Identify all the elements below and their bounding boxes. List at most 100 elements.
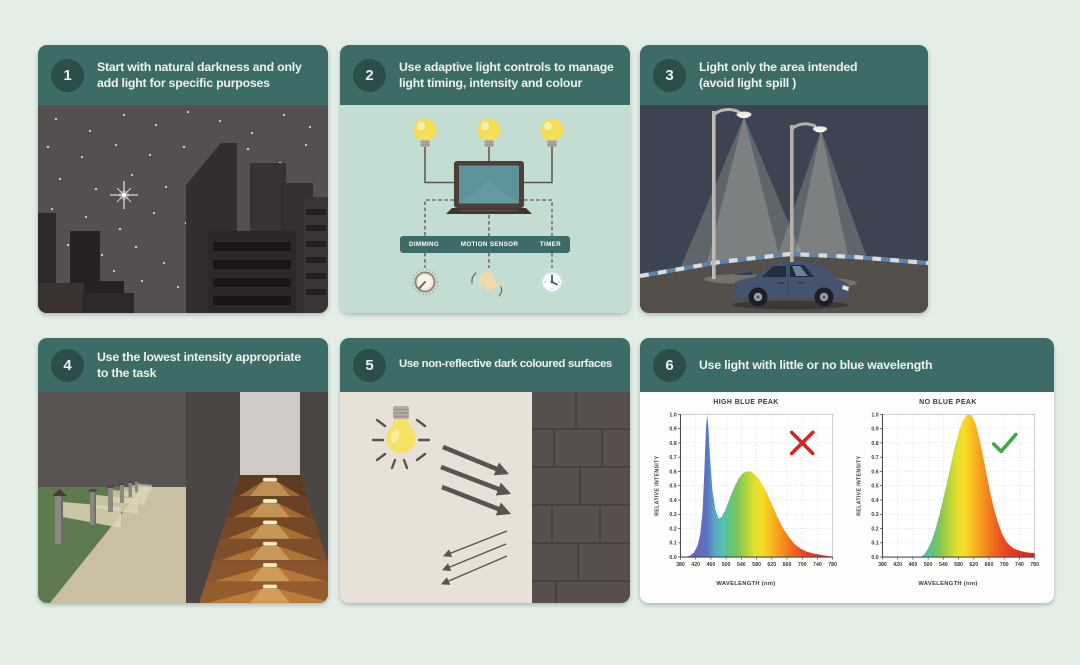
panel-title: Use adaptive light controls to manage li… (399, 59, 614, 91)
svg-text:0.8: 0.8 (669, 441, 676, 447)
connection-lines (424, 147, 553, 184)
panel-title-line: Use light with little or no blue wavelen… (699, 357, 933, 372)
svg-text:0.0: 0.0 (669, 555, 676, 561)
svg-text:0.7: 0.7 (871, 455, 878, 461)
panel-3-content (640, 105, 928, 313)
panel-6-header: 6 Use light with little or no blue wavel… (640, 338, 1054, 392)
svg-text:580: 580 (752, 562, 761, 568)
panel-title-line: light timing, intensity and colour (399, 76, 583, 90)
panel-1-header: 1 Start with natural darkness and only a… (38, 45, 328, 105)
svg-text:740: 740 (1015, 562, 1024, 568)
panel-title-line: add light for specific purposes (97, 76, 270, 90)
motion-sensor-hand-icon (471, 270, 503, 297)
panel-title-line: Use the lowest intensity appropriate (97, 349, 301, 364)
dark-brick-wall (532, 392, 630, 603)
svg-text:RELATIVE INTENSITY: RELATIVE INTENSITY (654, 455, 660, 515)
car (732, 262, 851, 310)
svg-text:740: 740 (813, 562, 822, 568)
panel-title: Start with natural darkness and only add… (97, 59, 302, 91)
svg-text:0.9: 0.9 (669, 427, 676, 433)
panel-number-badge: 2 (353, 58, 386, 92)
svg-text:380: 380 (676, 562, 685, 568)
panel-light-only-area: 3 Light only the area intended (avoid li… (640, 45, 928, 313)
svg-text:0.2: 0.2 (871, 526, 878, 532)
panel-number-badge: 4 (51, 348, 84, 382)
svg-text:0.7: 0.7 (669, 455, 676, 461)
city-skyline (38, 143, 328, 313)
svg-text:660: 660 (783, 562, 792, 568)
svg-text:0.8: 0.8 (871, 441, 878, 447)
chart-x-axis-label: WAVELENGTH (nm) (918, 581, 978, 588)
svg-text:0.1: 0.1 (669, 541, 676, 547)
svg-text:380: 380 (878, 562, 887, 568)
approve-check-icon (991, 432, 1018, 454)
svg-text:0.6: 0.6 (871, 469, 878, 475)
chart-title: NO BLUE PEAK (919, 399, 977, 406)
lightbulb-icon (371, 406, 431, 470)
svg-text:1.0: 1.0 (871, 412, 878, 418)
svg-text:620: 620 (969, 562, 978, 568)
weak-reflection-arrows (440, 530, 508, 585)
panel-4-content (38, 392, 328, 603)
panel-4-header: 4 Use the lowest intensity appropriate t… (38, 338, 328, 392)
low-intensity-illustration (38, 392, 328, 603)
panel-dark-surfaces: 5 Use non-reflective dark coloured surfa… (340, 338, 630, 603)
non-reflective-surface-illustration (340, 392, 630, 603)
timer-clock-icon (540, 270, 564, 294)
panel-title-line: Start with natural darkness and only (97, 59, 302, 74)
street-light-beams (674, 117, 878, 289)
adaptive-controls-illustration (340, 105, 630, 313)
panel-2-content: DIMMING MOTION SENSOR TIMER (340, 105, 630, 313)
svg-text:460: 460 (707, 562, 716, 568)
svg-text:580: 580 (954, 562, 963, 568)
svg-text:460: 460 (909, 562, 918, 568)
bollard-lights (52, 479, 139, 544)
svg-text:0.5: 0.5 (871, 484, 878, 490)
svg-text:0.0: 0.0 (871, 555, 878, 561)
lightbulb-icon (540, 118, 564, 147)
svg-text:500: 500 (722, 562, 731, 568)
lightbulb-icon (477, 118, 501, 147)
panel-2-header: 2 Use adaptive light controls to manage … (340, 45, 630, 105)
incident-light-arrows (440, 444, 512, 516)
svg-text:0.9: 0.9 (871, 427, 878, 433)
street-lighting-illustration (640, 105, 928, 313)
chart-x-axis-label: WAVELENGTH (nm) (716, 581, 776, 588)
panel-1-content (38, 105, 328, 313)
panel-number-badge: 6 (653, 348, 686, 382)
svg-text:700: 700 (1000, 562, 1009, 568)
panel-lowest-intensity: 4 Use the lowest intensity appropriate t… (38, 338, 328, 603)
svg-text:620: 620 (767, 562, 776, 568)
svg-text:660: 660 (985, 562, 994, 568)
panel-title: Light only the area intended (avoid ligh… (699, 59, 858, 91)
motion-sensor-label: MOTION SENSOR (460, 241, 519, 248)
panel-title: Use light with little or no blue wavelen… (699, 357, 932, 373)
bollard-light-beams (63, 483, 152, 528)
street-light-pole (712, 108, 752, 279)
svg-text:0.2: 0.2 (669, 526, 676, 532)
panel-title: Use non-reflective dark coloured surface… (399, 357, 612, 372)
svg-text:420: 420 (893, 562, 902, 568)
night-city-illustration (38, 105, 328, 313)
panel-title-line: (avoid light spill ) (699, 76, 797, 90)
panel-number-badge: 5 (353, 348, 386, 382)
dimmer-knob-icon (411, 268, 439, 296)
panel-title-line: Light only the area intended (699, 59, 858, 74)
svg-text:0.4: 0.4 (871, 498, 878, 504)
panel-5-header: 5 Use non-reflective dark coloured surfa… (340, 338, 630, 392)
bright-star-sparkle (110, 181, 138, 209)
svg-text:0.3: 0.3 (871, 512, 878, 518)
svg-text:0.6: 0.6 (669, 469, 676, 475)
panel-natural-darkness: 1 Start with natural darkness and only a… (38, 45, 328, 313)
svg-text:780: 780 (1030, 562, 1039, 568)
dimming-label: DIMMING (409, 241, 440, 248)
stairs (199, 475, 328, 603)
svg-text:0.3: 0.3 (669, 512, 676, 518)
panel-5-content (340, 392, 630, 603)
night-sky (38, 392, 186, 487)
